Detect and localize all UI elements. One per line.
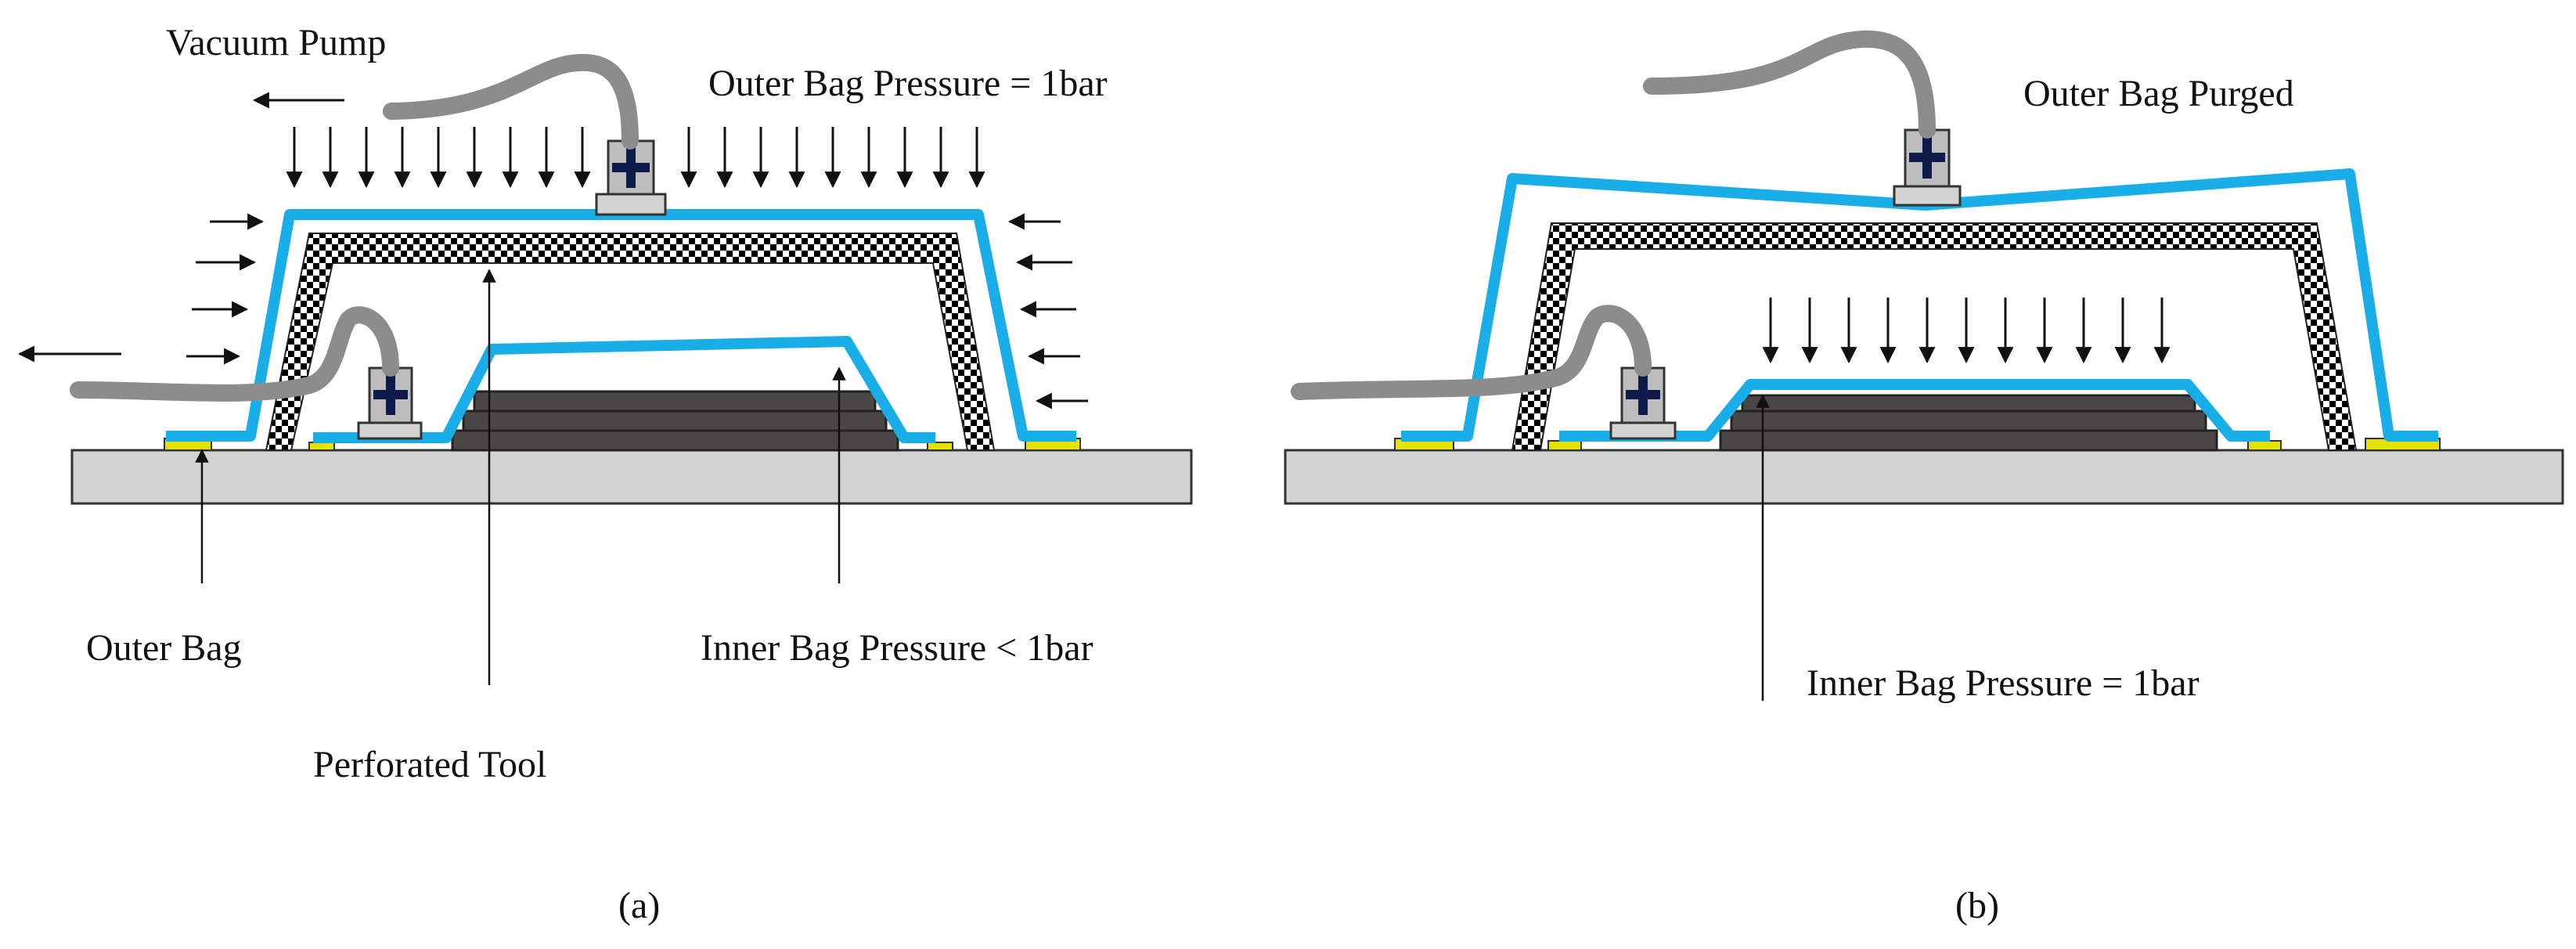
outer-hose-a (383, 53, 639, 150)
tool-plate-a (70, 449, 1193, 505)
inner-bag-a (313, 336, 935, 443)
caption-b: (b) (1955, 885, 1999, 926)
pressure-arrows-inner-b (1762, 298, 2171, 364)
label-inner-bag-pressure-a: Inner Bag Pressure < 1bar (701, 627, 1093, 669)
inner-valve-b (1609, 366, 1677, 440)
sealant-tape-a2 (308, 442, 335, 451)
laminate-stack-a (451, 390, 899, 452)
label-outer-bag-pressure: Outer Bag Pressure = 1bar (708, 63, 1108, 104)
label-inner-bag-pressure-b: Inner Bag Pressure = 1bar (1807, 662, 2200, 704)
outer-hose-b (1643, 30, 1936, 139)
panel-a: Vacuum Pump Outer Bag Pressure = 1bar Ou… (17, 22, 1193, 926)
label-outer-bag: Outer Bag (86, 627, 242, 669)
inner-hose-a (70, 306, 399, 402)
inner-bag-b (1559, 379, 2270, 442)
panel-b: Outer Bag Purged Inner Bag Pressure = 1b… (1284, 30, 2564, 926)
sealant-tape-b2 (1547, 440, 1582, 451)
label-outer-bag-purged: Outer Bag Purged (2023, 73, 2294, 114)
pressure-arrows-right-a (1007, 213, 1088, 410)
label-vacuum-pump: Vacuum Pump (166, 22, 386, 63)
pressure-arrows-left-a (186, 213, 265, 365)
inner-valve-a (357, 366, 423, 440)
tool-plate-b (1284, 449, 2564, 505)
sealant-tape-b3 (2247, 440, 2282, 451)
sealant-tape-a3 (927, 442, 953, 451)
laminate-stack-b (1719, 394, 2218, 452)
outer-valve-a (595, 139, 667, 216)
pressure-arrows-top-a (286, 127, 985, 189)
outer-valve-b (1893, 128, 1962, 207)
inner-hose-b (1291, 305, 1652, 400)
label-perforated-tool: Perforated Tool (313, 744, 546, 785)
caption-a: (a) (618, 885, 660, 926)
